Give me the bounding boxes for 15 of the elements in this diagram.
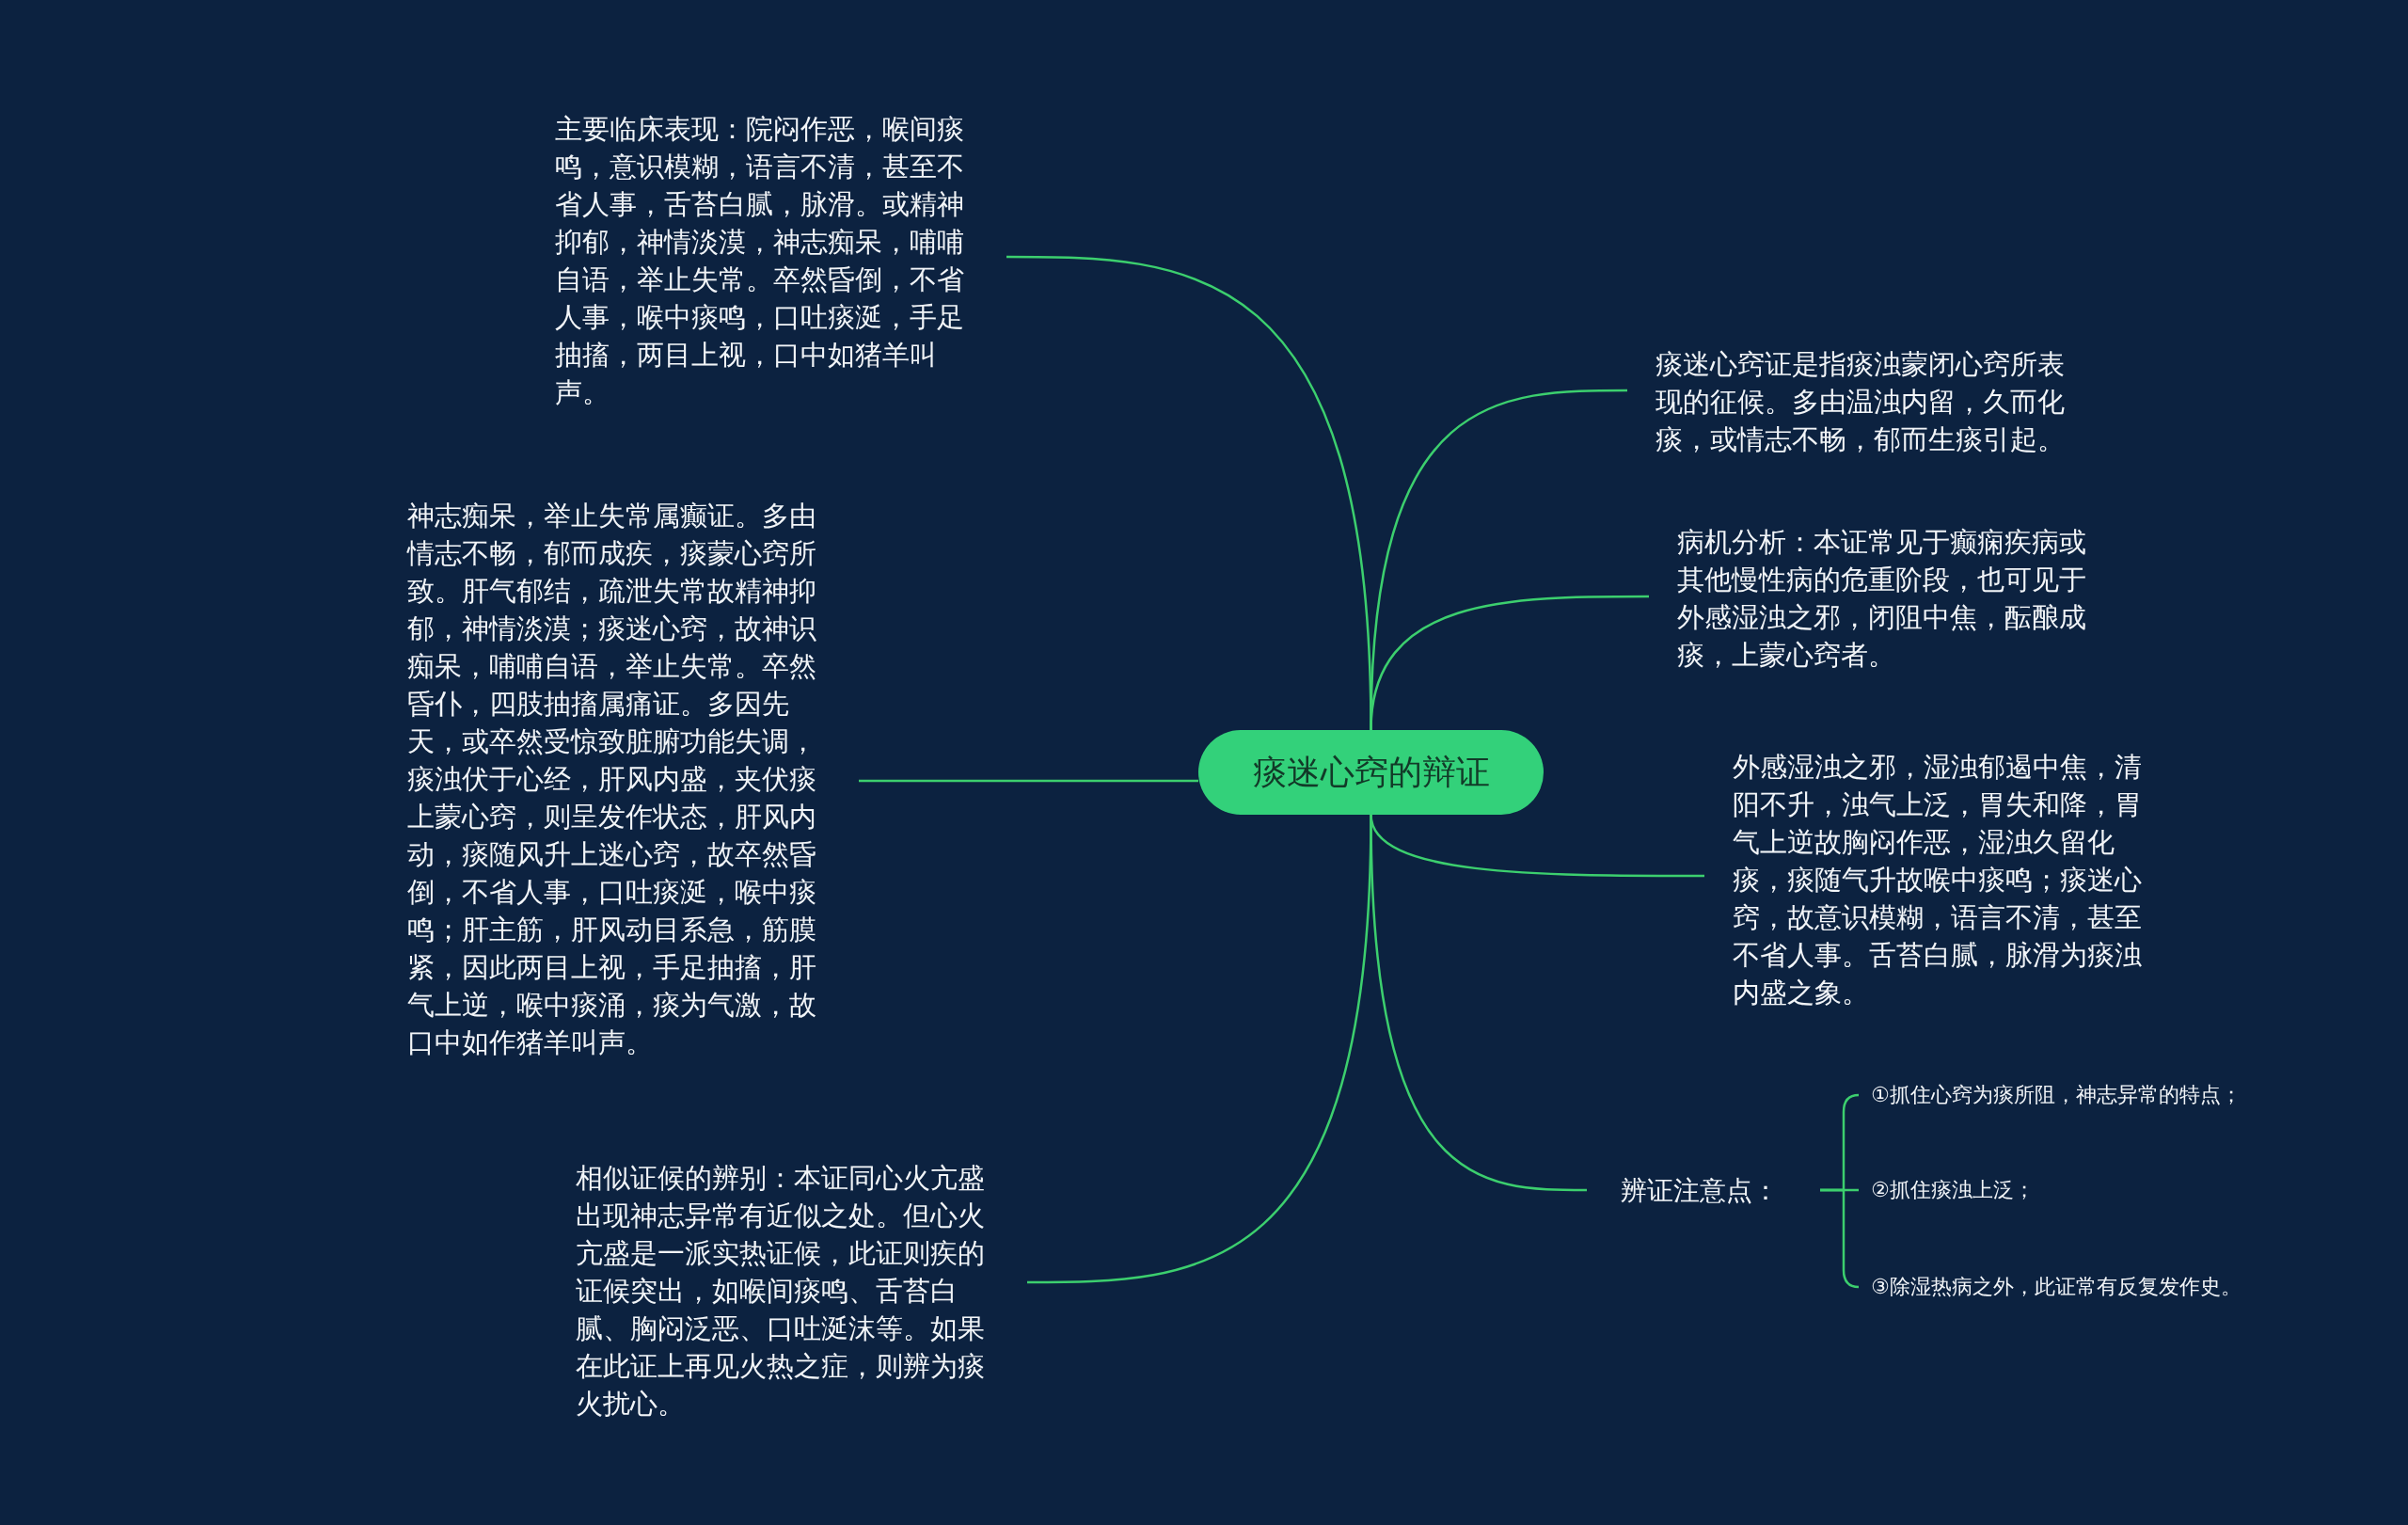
list-item-text: ②抓住痰浊上泛；	[1870, 1177, 2036, 1203]
topic-text: 相似证候的辨别：本证同心火亢盛出现神志异常有近似之处。但心火亢盛是一派实热证候，此证则疾的证候突出，如喉间痰鸣、舌苔白腻、胸闷泛恶、口吐涎沫等。如果在此证上再见火热之症，则辨为痰火扰心。	[576, 1161, 986, 1422]
topic-text: 主要临床表现：院闷作恶，喉间痰鸣，意识模糊，语言不清，甚至不省人事，舌苔白腻，脉滑。或精神抑郁，神情淡漠，神志痴呆，哺哺自语，举止失常。卒然昏倒，不省人事，喉中痰鸣，口吐痰涎，手足抽搐，两目上视，口中如猪羊叫声。	[555, 112, 965, 410]
branch-line	[1818, 1188, 1861, 1289]
topic-text: 痰迷心窍证是指痰浊蒙闭心窍所表现的征候。多由温浊内留，久而化痰，或情志不畅，郁而生痰引起。	[1655, 347, 2066, 457]
topic-text: 神志痴呆，举止失常属癫证。多由情志不畅，郁而成疾，痰蒙心窍所致。肝气郁结，疏泄失常故精神抑郁，神情淡漠；痰迷心窍，故神识痴呆，哺哺自语，举止失常。卒然昏仆，四肢抽搐属痛证。多因先天，或卒然受惊致脏腑功能失调，痰浊伏于心经，肝风内盛，夹伏痰上蒙心窍，则呈发作状态，肝风内动，痰随风升上迷心窍，故卒然昏倒，不省人事，口吐痰涎，喉中痰鸣；肝主筋，肝风动目系急，筋膜紧，因此两目上视，手足抽搐，肝气上逆，喉中痰涌，痰为气激，故口中如作猪羊叫声。	[407, 499, 817, 1060]
topic-text: 病机分析：本证常见于癫痫疾病或其他慢性病的危重阶段，也可见于外感湿浊之邪，闭阻中焦，酝酿成痰，上蒙心窍者。	[1676, 525, 2087, 673]
topic-text: 辨证注意点：	[1620, 1173, 1780, 1208]
branch-line	[1370, 595, 1649, 731]
list-item-text: ③除湿热病之外，此证常有反复发作史。	[1870, 1274, 2242, 1300]
branch-line	[1370, 814, 1587, 1192]
central-topic: 痰迷心窍的辩证	[1198, 730, 1544, 815]
branch-line	[859, 779, 1198, 783]
topic-text: 外感湿浊之邪，湿浊郁遏中焦，清阳不升，浊气上泛，胃失和降，胃气上逆故胸闷作恶，湿浊久留化痰，痰随气升故喉中痰鸣；痰迷心窍，故意识模糊，语言不清，甚至不省人事。舌苔白腻，脉滑为痰浊内盛之象。	[1732, 750, 2143, 1010]
list-item-text: ①抓住心窍为痰所阻，神志异常的特点；	[1870, 1082, 2242, 1108]
